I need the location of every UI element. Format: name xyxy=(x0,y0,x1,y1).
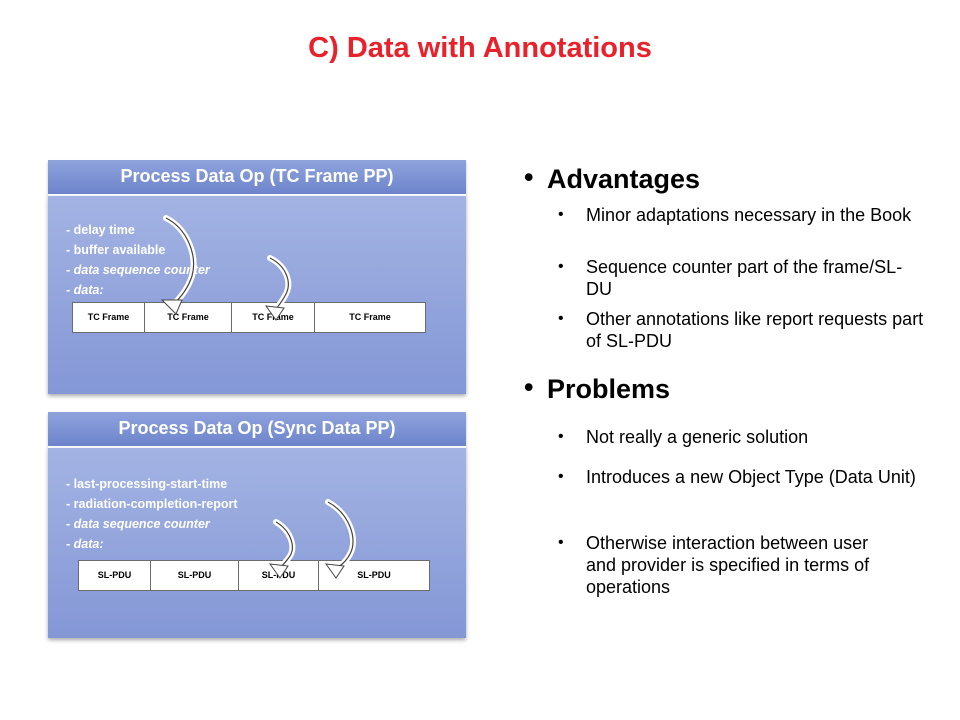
bullet-icon: • xyxy=(558,534,564,551)
frame-cell: TC Frame xyxy=(349,312,391,322)
bullet-icon: • xyxy=(558,310,564,327)
parameter-list: - last-processing-start-time - radiation… xyxy=(66,474,238,554)
parameter-line: - data: xyxy=(66,283,104,297)
bullet-icon: • xyxy=(558,206,564,223)
curved-arrow xyxy=(163,215,197,309)
parameter-line: - radiation-completion-report xyxy=(66,497,238,511)
bullet-icon: • xyxy=(558,468,564,485)
parameter-line: - data sequence counter xyxy=(66,263,210,277)
parameter-list: - delay time - buffer available - data s… xyxy=(66,220,210,300)
arrow-head xyxy=(268,563,289,579)
frame-cell: TC Frame xyxy=(73,303,145,332)
frame-cell: TC Frame xyxy=(232,303,315,332)
frame-cell: SL-PDU xyxy=(151,561,239,590)
panel-body: - last-processing-start-time - radiation… xyxy=(48,448,466,638)
panel-header: Process Data Op (Sync Data PP) xyxy=(48,412,466,448)
parameter-line: - last-processing-start-time xyxy=(66,477,228,491)
bullet-icon: • xyxy=(524,162,534,192)
arrow-head xyxy=(264,305,285,321)
slide-title: C) Data with Annotations xyxy=(308,32,652,64)
panel-header: Process Data Op (TC Frame PP) xyxy=(48,160,466,196)
frame-row: TC Frame TC Frame TC Frame TC Frame xyxy=(72,302,426,333)
arrow-head xyxy=(324,563,345,579)
frame-row: SL-PDU SL-PDU SL-PDU SL-PDU xyxy=(78,560,430,591)
bullet-icon: • xyxy=(524,372,534,402)
panel-body: - delay time - buffer available - data s… xyxy=(48,196,466,394)
frame-cell: SL-PDU xyxy=(357,570,391,580)
panel-tc-frame: Process Data Op (TC Frame PP) - delay ti… xyxy=(48,160,466,394)
frame-cell: TC Frame xyxy=(145,303,232,332)
parameter-line: - data: xyxy=(66,537,104,551)
curved-arrow xyxy=(165,217,195,307)
parameter-line: - delay time xyxy=(66,223,135,237)
bullet-icon: • xyxy=(558,428,564,445)
arrow-head xyxy=(160,299,183,315)
parameter-line: - data sequence counter xyxy=(66,517,210,531)
annotation-arrows xyxy=(268,499,356,579)
parameter-line: - buffer available xyxy=(66,243,166,257)
frame-cell: SL-PDU xyxy=(79,561,151,590)
bullet-icon: • xyxy=(558,258,564,275)
annotation-arrows xyxy=(160,215,292,321)
panel-sync-data: Process Data Op (Sync Data PP) - last-pr… xyxy=(48,412,466,638)
